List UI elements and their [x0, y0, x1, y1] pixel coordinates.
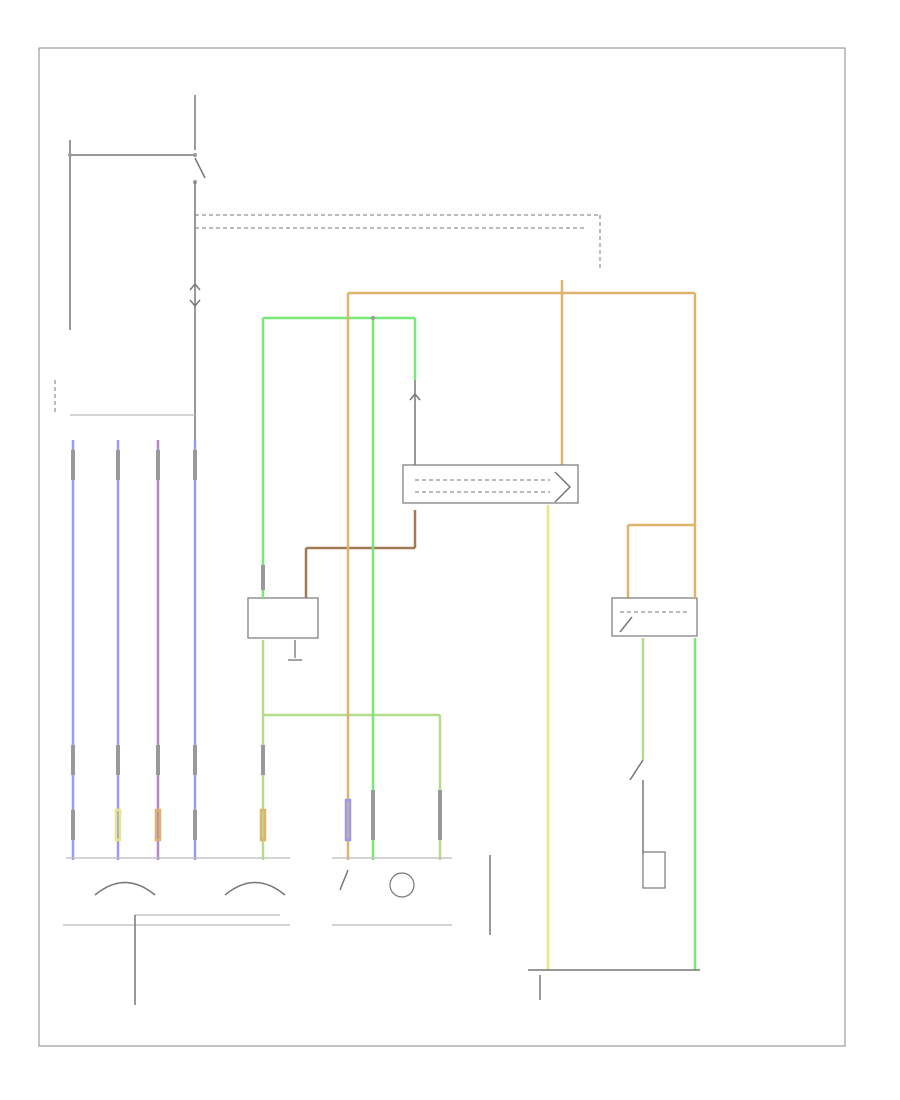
- power-feed-left: [68, 95, 206, 440]
- blower-resistor: [247, 316, 442, 860]
- cond-fan-relay: [611, 525, 698, 970]
- ac-relay: [402, 380, 579, 504]
- compressor: [642, 851, 666, 889]
- blower-switch: [63, 857, 290, 1005]
- thermo-switch: [629, 759, 644, 855]
- relay-top: [189, 282, 201, 308]
- dashed-link: [195, 214, 601, 270]
- orange-bus: [346, 280, 697, 860]
- green-feed: [371, 316, 375, 860]
- ground-bus: [528, 969, 700, 1000]
- diagram-frame: [38, 47, 846, 1047]
- ac-switch: [332, 790, 491, 935]
- blower-switch-wires: [54, 380, 197, 860]
